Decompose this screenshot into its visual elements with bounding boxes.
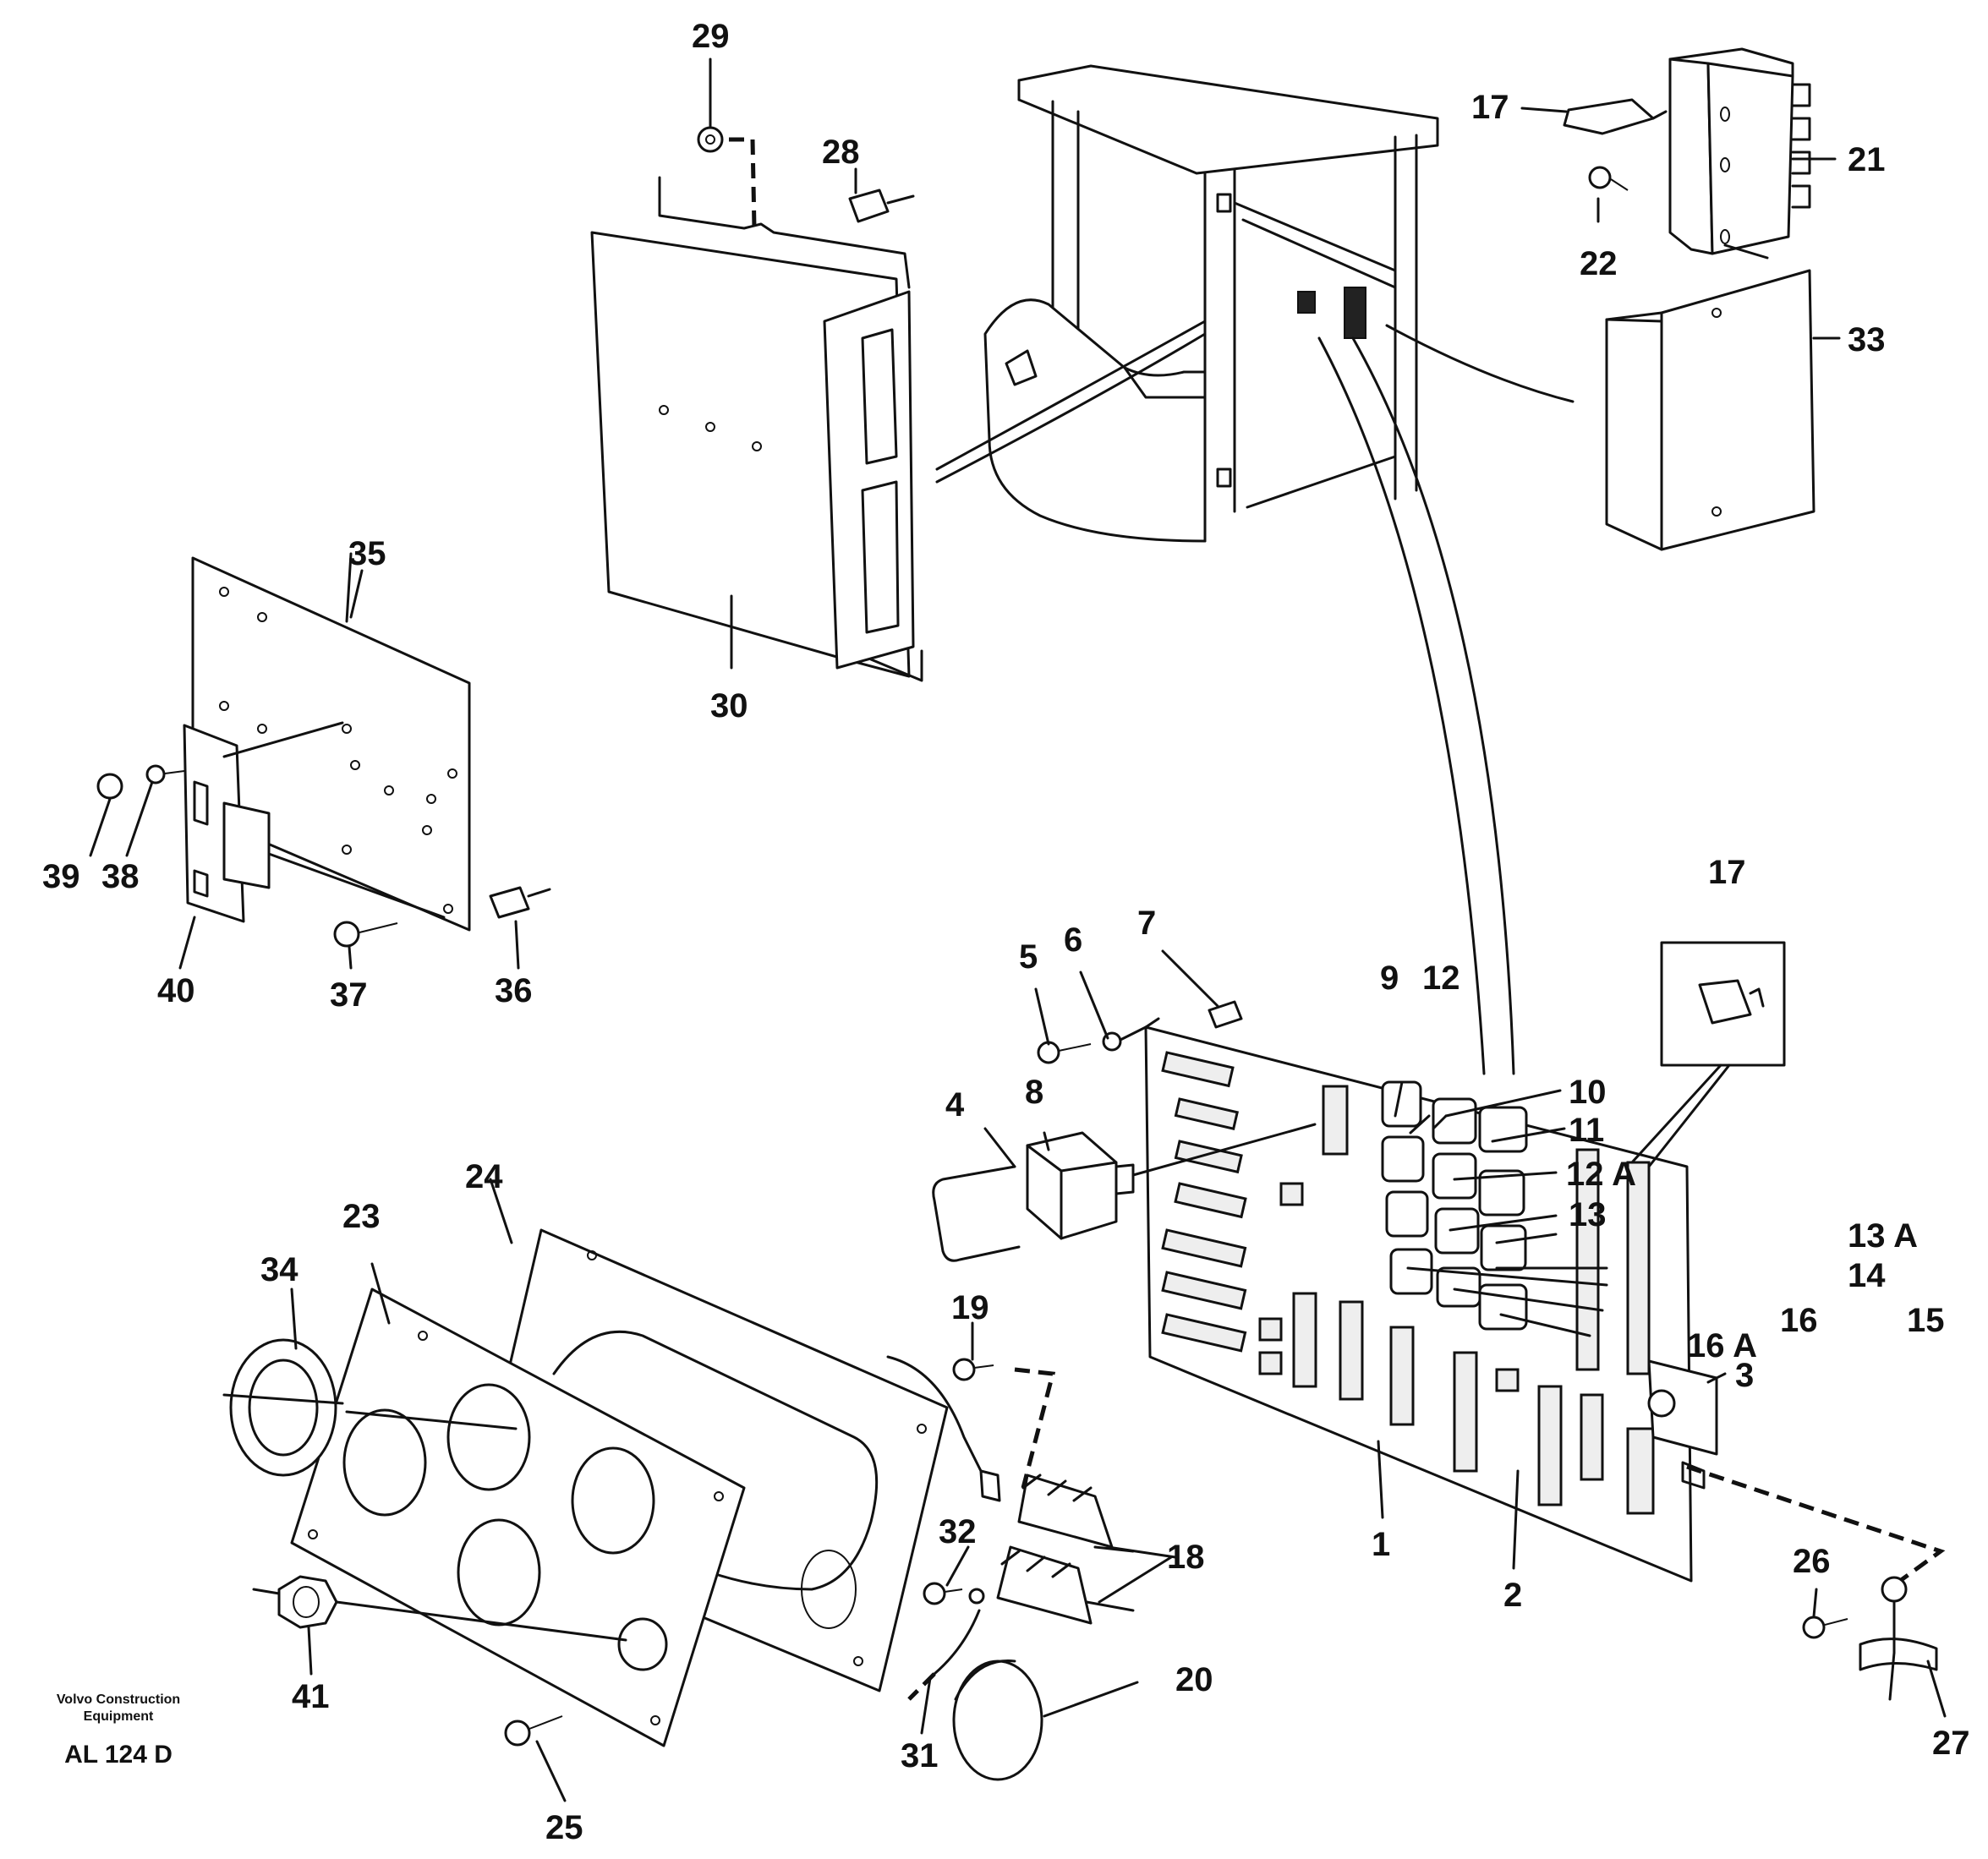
- callout-32: 32: [939, 1513, 977, 1550]
- bracket-33: [1605, 269, 1837, 551]
- callout-19: 19: [951, 1289, 989, 1326]
- callout-22: 22: [1580, 245, 1618, 282]
- callout-labels: 29 28 17 21 22 33 35 30 39 38 40 37 36 7…: [42, 18, 1970, 1846]
- control-unit-30: [590, 176, 923, 682]
- caption-company-line2: Equipment: [84, 1709, 154, 1724]
- caption-figure-code: AL 124 D: [64, 1741, 173, 1769]
- screw-25: [504, 1715, 563, 1747]
- callout-23: 23: [342, 1198, 381, 1235]
- callout-2: 2: [1503, 1577, 1522, 1614]
- callout-20: 20: [1175, 1661, 1213, 1698]
- callout-3: 3: [1735, 1357, 1754, 1394]
- leader-lines: [89, 57, 1947, 1802]
- callout-16A: 16 A: [1687, 1327, 1757, 1364]
- callout-26: 26: [1793, 1543, 1831, 1580]
- panel-23: [290, 1288, 746, 1747]
- cable-harness: [1317, 336, 1515, 1075]
- callout-15: 15: [1907, 1302, 1945, 1339]
- callout-13A: 13 A: [1848, 1217, 1918, 1255]
- callout-16: 16: [1780, 1302, 1818, 1339]
- cab: [935, 64, 1575, 543]
- callout-9: 9: [1380, 960, 1399, 997]
- callout-12A: 12 A: [1566, 1156, 1636, 1193]
- screw-37-spacer-36: [333, 886, 551, 948]
- callout-39: 39: [42, 858, 80, 895]
- callout-7: 7: [1137, 905, 1156, 942]
- publisher-caption: Volvo Construction Equipment AL 124 D: [57, 1692, 180, 1769]
- callout-5: 5: [1019, 938, 1038, 976]
- callout-36: 36: [495, 972, 533, 1009]
- circuit-board-40: [183, 721, 446, 923]
- relay-base-21: [1668, 47, 1837, 260]
- nut-41: [252, 1575, 627, 1642]
- callout-1: 1: [1372, 1526, 1390, 1563]
- callout-33: 33: [1848, 321, 1886, 358]
- callout-31: 31: [901, 1737, 939, 1774]
- nut-29: [697, 126, 757, 229]
- callout-37: 37: [330, 976, 368, 1014]
- caption-company-line1: Volvo Construction: [57, 1692, 180, 1707]
- callout-41: 41: [292, 1678, 330, 1715]
- relay-8-clip-4: [932, 1123, 1317, 1262]
- fuse-17-top: [1520, 98, 1668, 135]
- callout-11: 11: [1569, 1112, 1604, 1149]
- callout-38: 38: [101, 858, 140, 895]
- clamp-18: [996, 1474, 1135, 1625]
- cover-20: [952, 1659, 1043, 1781]
- callout-35: 35: [348, 535, 386, 572]
- callout-14: 14: [1848, 1257, 1886, 1294]
- callout-6: 6: [1064, 921, 1082, 959]
- nut-34: [222, 1338, 518, 1477]
- spacer-28: [848, 189, 915, 223]
- callout-34: 34: [260, 1251, 298, 1288]
- callout-21: 21: [1848, 141, 1886, 178]
- wire-19: [886, 1355, 1056, 1502]
- callout-18: 18: [1167, 1539, 1205, 1576]
- callout-12: 12: [1422, 960, 1460, 997]
- callout-30: 30: [710, 687, 748, 724]
- callout-4: 4: [945, 1086, 965, 1124]
- callout-17-top: 17: [1471, 89, 1509, 126]
- screw-39-washer-38: [96, 764, 185, 800]
- callout-24: 24: [465, 1158, 503, 1195]
- callout-28: 28: [822, 134, 860, 171]
- callout-25: 25: [545, 1809, 583, 1846]
- fuse-17-inset: [1630, 941, 1786, 1168]
- callout-8: 8: [1025, 1074, 1043, 1111]
- callout-27: 27: [1932, 1725, 1970, 1762]
- screw-22: [1588, 166, 1629, 223]
- main-board-1: [1144, 1017, 1718, 1583]
- ground-strap-26-27: [1686, 1464, 1946, 1701]
- callout-29: 29: [692, 18, 730, 55]
- callout-10: 10: [1569, 1074, 1607, 1111]
- callout-17-inset: 17: [1708, 854, 1746, 891]
- callout-40: 40: [157, 972, 195, 1009]
- callout-13: 13: [1569, 1196, 1607, 1233]
